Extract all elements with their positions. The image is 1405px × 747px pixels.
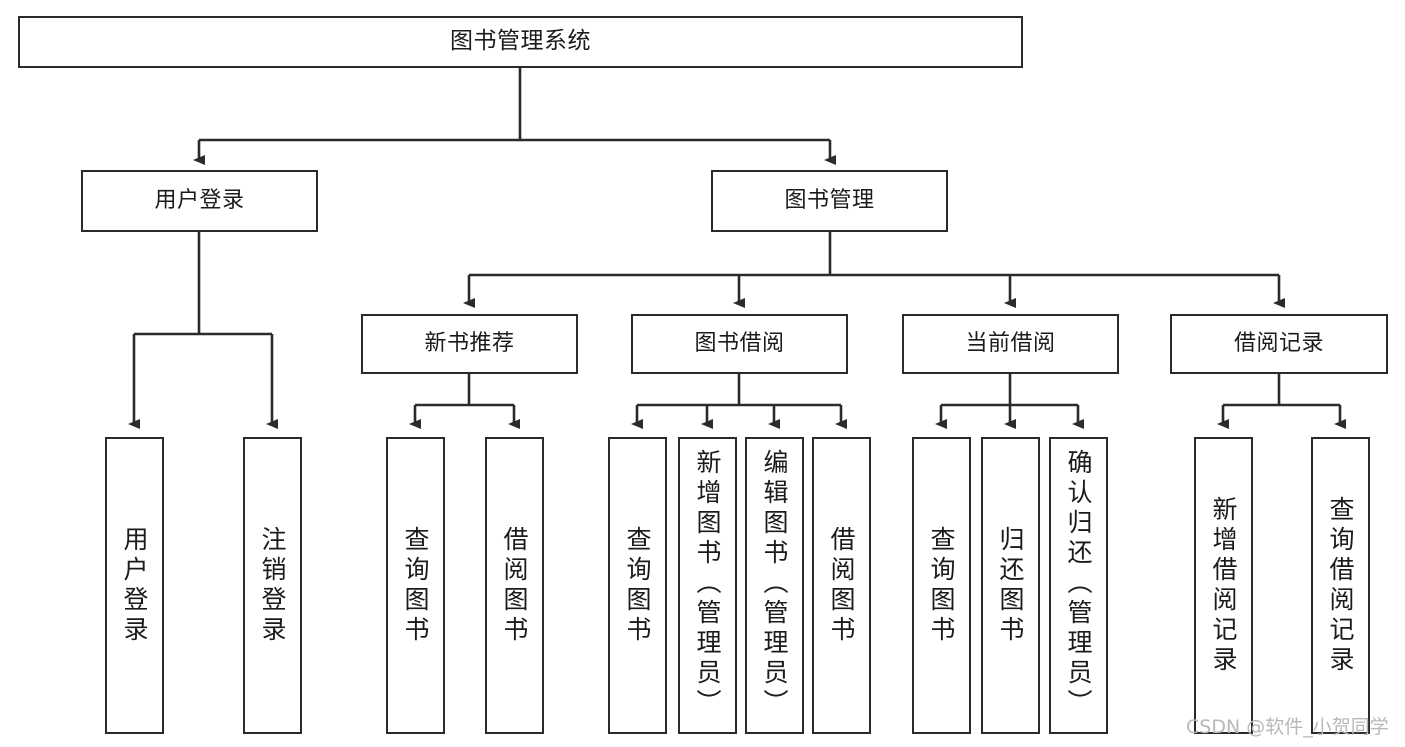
node-new-book-rec[interactable]: 新书推荐 — [361, 314, 578, 374]
node-current-borrow[interactable]: 当前借阅 — [902, 314, 1119, 374]
node-leaf-add-record-label: 新增借阅记录 — [1209, 495, 1238, 676]
node-leaf-query-book-3[interactable]: 查询图书 — [912, 437, 971, 734]
node-user-login-label: 用户登录 — [154, 187, 245, 213]
node-new-book-rec-label: 新书推荐 — [424, 330, 515, 356]
node-leaf-query-book-2-label: 查询图书 — [623, 525, 652, 646]
node-leaf-borrow-book-1-label: 借阅图书 — [500, 525, 529, 646]
node-book-borrow[interactable]: 图书借阅 — [631, 314, 848, 374]
node-leaf-add-record[interactable]: 新增借阅记录 — [1194, 437, 1253, 734]
node-user-login[interactable]: 用户登录 — [81, 170, 318, 232]
node-leaf-confirm-return[interactable]: 确认归还（管理员） — [1049, 437, 1108, 734]
node-leaf-edit-book[interactable]: 编辑图书（管理员） — [745, 437, 804, 734]
node-leaf-query-record-label: 查询借阅记录 — [1326, 495, 1355, 676]
node-leaf-logout[interactable]: 注销登录 — [243, 437, 302, 734]
node-leaf-add-book[interactable]: 新增图书（管理员） — [678, 437, 737, 734]
node-leaf-user-login[interactable]: 用户登录 — [105, 437, 164, 734]
watermark: CSDN @软件_小贺同学 — [1186, 716, 1389, 738]
node-borrow-record-label: 借阅记录 — [1233, 330, 1324, 356]
node-root-label: 图书管理系统 — [450, 28, 591, 55]
node-current-borrow-label: 当前借阅 — [965, 330, 1056, 356]
node-leaf-borrow-book-1[interactable]: 借阅图书 — [485, 437, 544, 734]
node-borrow-record[interactable]: 借阅记录 — [1170, 314, 1388, 374]
node-book-manage-label: 图书管理 — [784, 187, 875, 213]
node-leaf-borrow-book-2[interactable]: 借阅图书 — [812, 437, 871, 734]
node-book-manage[interactable]: 图书管理 — [711, 170, 948, 232]
node-leaf-return-book[interactable]: 归还图书 — [981, 437, 1040, 734]
node-leaf-logout-label: 注销登录 — [258, 525, 287, 646]
node-leaf-query-book-1-label: 查询图书 — [401, 525, 430, 646]
node-leaf-query-book-2[interactable]: 查询图书 — [608, 437, 667, 734]
node-leaf-user-login-label: 用户登录 — [120, 525, 149, 646]
node-leaf-query-book-1[interactable]: 查询图书 — [386, 437, 445, 734]
node-root[interactable]: 图书管理系统 — [18, 16, 1023, 68]
node-leaf-query-record[interactable]: 查询借阅记录 — [1311, 437, 1370, 734]
node-leaf-confirm-return-label: 确认归还（管理员） — [1064, 449, 1093, 719]
node-leaf-edit-book-label: 编辑图书（管理员） — [760, 449, 789, 719]
node-leaf-add-book-label: 新增图书（管理员） — [693, 449, 722, 719]
node-leaf-return-book-label: 归还图书 — [996, 525, 1025, 646]
node-leaf-query-book-3-label: 查询图书 — [927, 525, 956, 646]
node-book-borrow-label: 图书借阅 — [694, 330, 785, 356]
node-leaf-borrow-book-2-label: 借阅图书 — [827, 525, 856, 646]
